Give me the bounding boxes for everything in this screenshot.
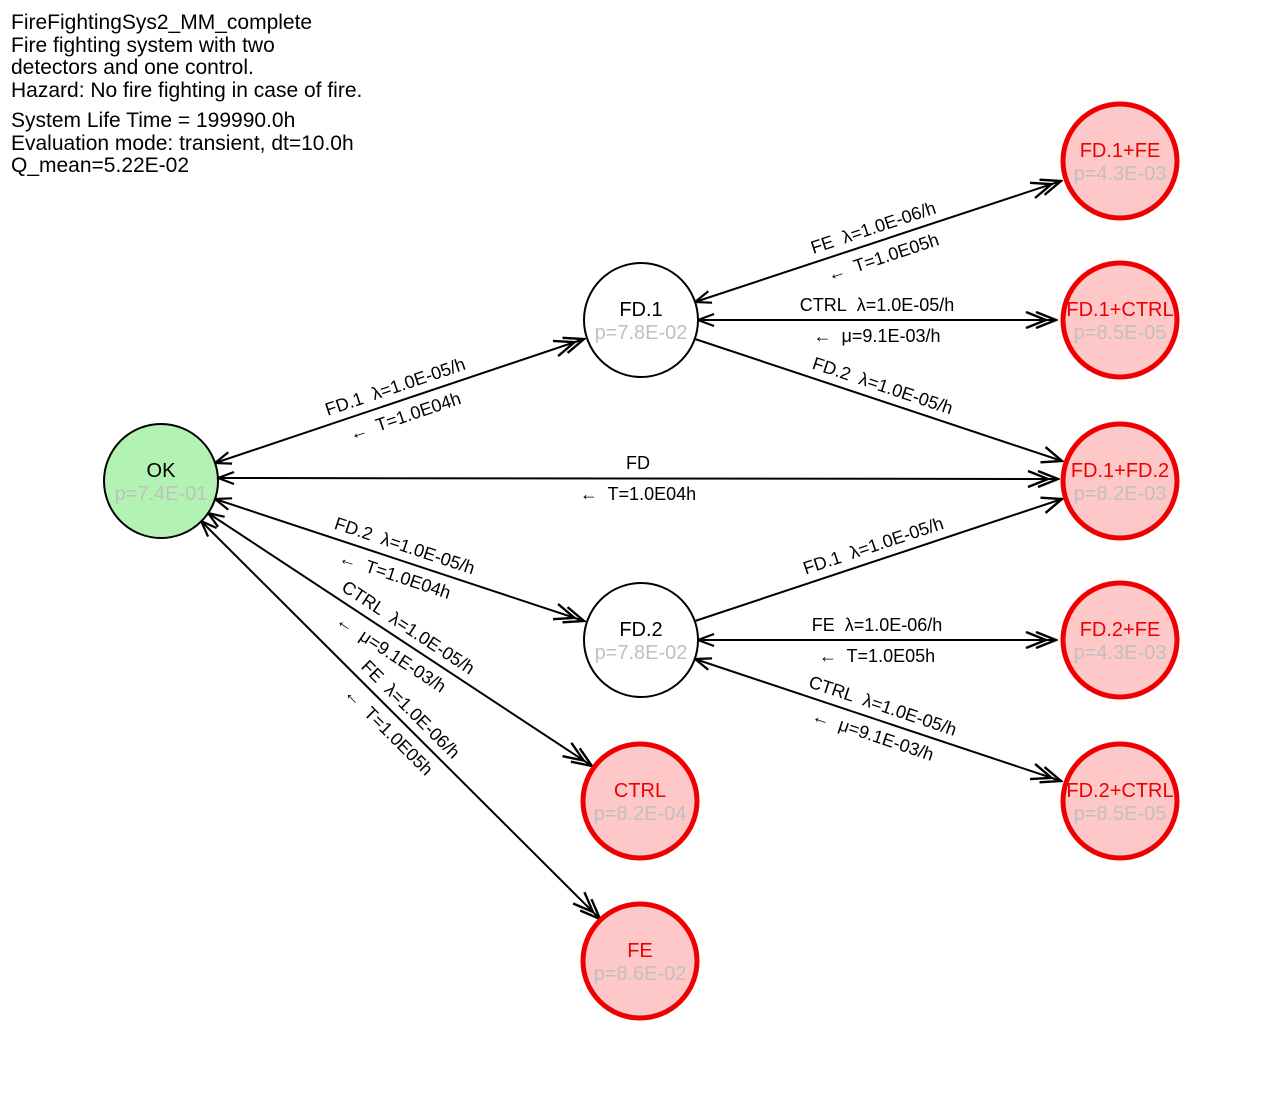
node-label: FD.1+FE (1080, 140, 1161, 162)
node-label: FD.2+CTRL (1066, 780, 1173, 802)
node-ok: OK p=7.4E-01 (103, 423, 219, 539)
node-probability: p=7.4E-01 (115, 483, 208, 505)
q-mean-line: Q_mean=5.22E-02 (11, 154, 190, 177)
edge-line (215, 339, 584, 463)
edge-rate-label: FE λ=1.0E-06/h (812, 615, 943, 635)
edge-rate-label: FD (626, 453, 650, 473)
evaluation-summary: System Life Time = 199990.0h Evaluation … (11, 109, 362, 178)
model-description-line: Fire fighting system with two (11, 33, 275, 57)
node-probability: p=7.8E-02 (595, 642, 688, 664)
edge-return-label: ← T=1.0E04h (580, 484, 696, 504)
node-circle (103, 423, 219, 539)
node-fd1-fe: FD.1+FE p=4.3E-03 (1060, 101, 1180, 221)
edge-fd2-to-fd1fd2: FD.1 λ=1.0E-05/h (694, 499, 1062, 622)
model-title: FireFightingSys2_MM_complete (11, 11, 313, 34)
system-lifetime-line: System Life Time = 199990.0h (11, 109, 296, 132)
node-circle (1060, 421, 1180, 541)
node-circle (583, 582, 699, 698)
node-probability: p=8.5E-05 (1074, 322, 1167, 344)
edge-fd1-to-fd1ctrl: CTRL λ=1.0E-05/h ← μ=9.1E-03/h (698, 295, 1056, 346)
node-fd1-ctrl: FD.1+CTRL p=8.5E-05 (1060, 260, 1180, 380)
edge-fd1-to-fd1fe: FE λ=1.0E-06/h ← T=1.0E05h (695, 181, 1061, 302)
edge-fd2-to-fd2ctrl: CTRL λ=1.0E-05/h ← μ=9.1E-03/h (695, 659, 1061, 781)
node-label: FD.2 (619, 619, 662, 641)
evaluation-mode-line: Evaluation mode: transient, dt=10.0h (11, 131, 354, 155)
node-probability: p=8.2E-04 (594, 803, 687, 825)
node-probability: p=8.5E-05 (1074, 803, 1167, 825)
node-probability: p=4.3E-03 (1074, 642, 1167, 664)
node-probability: p=8.2E-03 (1074, 483, 1167, 505)
edge-ok-to-fd1fd2: FD ← T=1.0E04h (218, 453, 1058, 504)
edge-ok-to-fd1: FD.1 λ=1.0E-05/h ← T=1.0E04h (215, 339, 584, 463)
edge-line (695, 659, 1061, 781)
edge-line (694, 499, 1062, 622)
edge-line (201, 521, 600, 919)
node-fe: FE p=8.6E-02 (580, 901, 700, 1021)
edge-return-label: ← T=1.0E05h (819, 646, 935, 666)
edge-return-label: ← μ=9.1E-03/h (814, 326, 941, 346)
edge-ok-to-fd2: FD.2 λ=1.0E-05/h ← T=1.0E04h (215, 499, 584, 621)
node-probability: p=8.6E-02 (594, 963, 687, 985)
node-label: FD.2+FE (1080, 619, 1161, 641)
edge-fd2-to-fd2fe: FE λ=1.0E-06/h ← T=1.0E05h (698, 615, 1056, 666)
edge-line (215, 499, 584, 621)
node-circle (580, 741, 700, 861)
node-circle (583, 262, 699, 378)
node-probability: p=4.3E-03 (1074, 163, 1167, 185)
node-label: OK (147, 460, 177, 482)
node-circle (1060, 260, 1180, 380)
model-description: FireFightingSys2_MM_complete Fire fighti… (11, 11, 363, 102)
edge-rate-label: CTRL λ=1.0E-05/h (800, 295, 955, 315)
node-label: FD.1+FD.2 (1071, 460, 1169, 482)
node-ctrl: CTRL p=8.2E-04 (580, 741, 700, 861)
diagram-header: FireFightingSys2_MM_complete Fire fighti… (11, 11, 363, 178)
node-fd2-ctrl: FD.2+CTRL p=8.5E-05 (1060, 741, 1180, 861)
node-circle (1060, 741, 1180, 861)
node-label: FD.1 (619, 299, 662, 321)
edge-line (695, 181, 1061, 302)
node-fd2: FD.2 p=7.8E-02 (583, 582, 699, 698)
node-fd1: FD.1 p=7.8E-02 (583, 262, 699, 378)
model-hazard-line: Hazard: No fire fighting in case of fire… (11, 78, 363, 102)
node-circle (1060, 101, 1180, 221)
node-label: FE (627, 940, 653, 962)
node-probability: p=7.8E-02 (595, 322, 688, 344)
edge-line (694, 338, 1062, 461)
node-circle (580, 901, 700, 1021)
edge-fd1-to-fd1fd2: FD.2 λ=1.0E-05/h (694, 338, 1062, 461)
node-fd1-fd2: FD.1+FD.2 p=8.2E-03 (1060, 421, 1180, 541)
edge-rate-label: FD.2 λ=1.0E-05/h (810, 353, 955, 418)
node-label: FD.1+CTRL (1066, 299, 1173, 321)
node-fd2-fe: FD.2+FE p=4.3E-03 (1060, 580, 1180, 700)
node-circle (1060, 580, 1180, 700)
node-label: CTRL (614, 780, 666, 802)
model-description-line: detectors and one control. (11, 56, 254, 79)
edge-line (218, 478, 1058, 479)
